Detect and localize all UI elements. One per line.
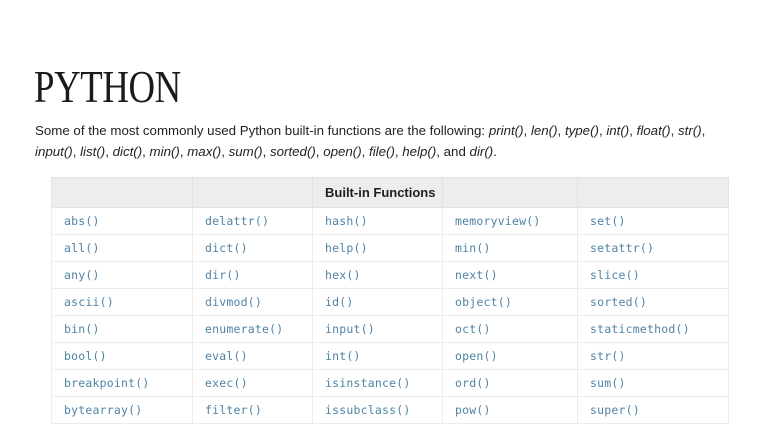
table-header-cell-3 [442, 177, 578, 208]
builtins-table-container: Built-in Functions abs() delattr() hash(… [51, 177, 729, 424]
table-cell: id() [312, 288, 443, 316]
table-header-cell-title: Built-in Functions [312, 177, 443, 208]
table-row: ascii() divmod() id() object() sorted() [51, 288, 729, 316]
table-row: bool() eval() int() open() str() [51, 342, 729, 370]
table-row: abs() delattr() hash() memoryview() set(… [51, 207, 729, 235]
table-cell: breakpoint() [51, 369, 193, 397]
inline-function-sorted: sorted() [269, 144, 316, 160]
table-cell: open() [442, 342, 578, 370]
table-header-cell-1 [192, 177, 313, 208]
builtins-table: Built-in Functions abs() delattr() hash(… [51, 177, 729, 424]
table-header: Built-in Functions [51, 177, 729, 208]
table-cell: hex() [312, 261, 443, 289]
table-row: all() dict() help() min() setattr() [51, 234, 729, 262]
table-cell: eval() [192, 342, 313, 370]
table-body: abs() delattr() hash() memoryview() set(… [51, 207, 729, 424]
inline-function-dict: dict() [112, 144, 143, 160]
table-cell: int() [312, 342, 443, 370]
table-cell: setattr() [577, 234, 729, 262]
inline-function-help: help() [402, 144, 437, 160]
table-row: bin() enumerate() input() oct() staticme… [51, 315, 729, 343]
table-cell: hash() [312, 207, 443, 235]
table-cell: abs() [51, 207, 193, 235]
inline-function-max: max() [187, 144, 222, 160]
inline-function-file: file() [369, 144, 395, 160]
table-cell: object() [442, 288, 578, 316]
table-cell: slice() [577, 261, 729, 289]
intro-paragraph: Some of the most commonly used Python bu… [35, 123, 706, 160]
table-cell: issubclass() [312, 396, 443, 424]
inline-function-str: str() [678, 123, 702, 139]
table-cell: next() [442, 261, 578, 289]
table-cell: filter() [192, 396, 313, 424]
table-cell: ascii() [51, 288, 193, 316]
table-header-row: Built-in Functions [51, 177, 729, 208]
table-cell: str() [577, 342, 729, 370]
table-cell: enumerate() [192, 315, 313, 343]
inline-function-len: len() [530, 123, 558, 139]
page-title: PYTHON [34, 60, 181, 112]
table-cell: help() [312, 234, 443, 262]
intro-lead: Some of the most commonly used Python bu… [35, 123, 489, 139]
table-cell: memoryview() [442, 207, 578, 235]
table-cell: pow() [442, 396, 578, 424]
table-cell: set() [577, 207, 729, 235]
inline-function-min: min() [149, 144, 180, 160]
table-cell: divmod() [192, 288, 313, 316]
table-cell: any() [51, 261, 193, 289]
table-cell: delattr() [192, 207, 313, 235]
table-cell: ord() [442, 369, 578, 397]
inline-function-sum: sum() [228, 144, 263, 160]
table-cell: sorted() [577, 288, 729, 316]
table-cell: bin() [51, 315, 193, 343]
inline-function-dir: dir() [469, 144, 494, 160]
inline-function-list: list() [80, 144, 106, 160]
table-cell: bytearray() [51, 396, 193, 424]
table-cell: super() [577, 396, 729, 424]
table-cell: isinstance() [312, 369, 443, 397]
inline-function-float: float() [636, 123, 671, 139]
table-row: any() dir() hex() next() slice() [51, 261, 729, 289]
table-cell: dict() [192, 234, 313, 262]
table-cell: min() [442, 234, 578, 262]
inline-function-print: print() [488, 123, 524, 139]
table-cell: exec() [192, 369, 313, 397]
table-cell: staticmethod() [577, 315, 729, 343]
table-cell: dir() [192, 261, 313, 289]
inline-function-open: open() [323, 144, 362, 160]
table-row: breakpoint() exec() isinstance() ord() s… [51, 369, 729, 397]
table-cell: input() [312, 315, 443, 343]
table-header-cell-0 [51, 177, 193, 208]
inline-function-int: int() [606, 123, 630, 139]
inline-function-type: type() [564, 123, 599, 139]
table-cell: sum() [577, 369, 729, 397]
table-cell: oct() [442, 315, 578, 343]
table-cell: bool() [51, 342, 193, 370]
table-header-cell-4 [577, 177, 729, 208]
inline-function-input: input() [35, 144, 73, 160]
table-cell: all() [51, 234, 193, 262]
table-row: bytearray() filter() issubclass() pow() … [51, 396, 729, 424]
